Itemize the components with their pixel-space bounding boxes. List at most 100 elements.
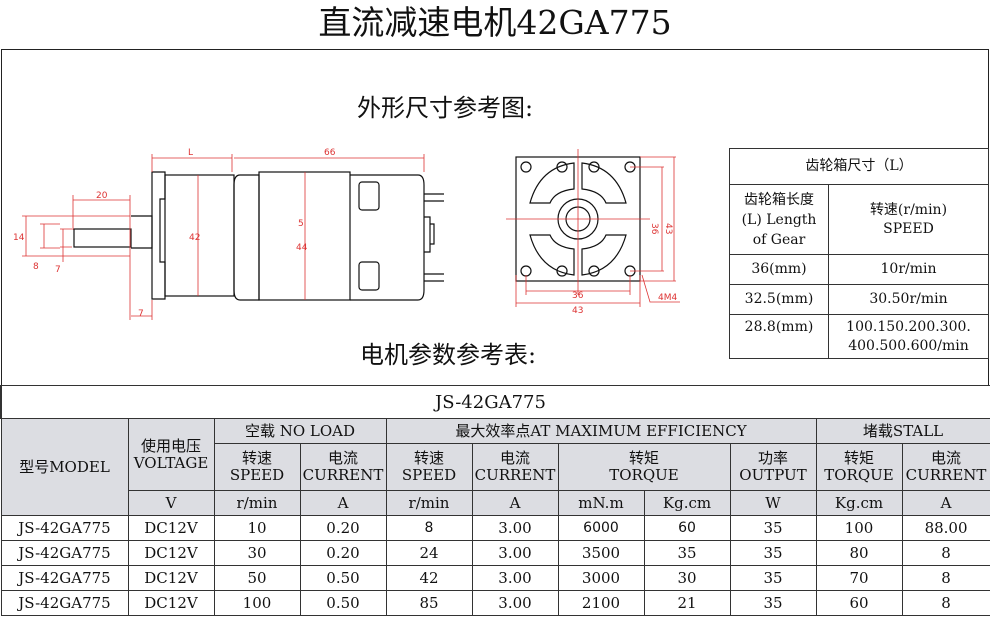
cell: 3500	[557, 540, 645, 566]
drawing-frame	[1, 49, 989, 386]
dimension-heading: 外形尺寸参考图:	[357, 94, 534, 122]
motor-front-view-drawing: 36 43 36 43 4M4	[506, 149, 680, 316]
gearbox-speed-cell: 30.50r/min	[828, 284, 989, 315]
cell: 42	[385, 565, 473, 591]
cell: 8	[385, 515, 473, 541]
cell: 35	[643, 540, 731, 566]
cell: 100	[815, 515, 903, 541]
cell-voltage: DC12V	[127, 590, 215, 616]
svg-text:42: 42	[189, 233, 200, 243]
svg-text:36: 36	[649, 223, 659, 235]
unit-cell: A	[471, 490, 559, 516]
cell: 3.00	[471, 590, 559, 616]
svg-text:L: L	[188, 148, 193, 158]
speed-header: 转速(r/min)SPEED	[828, 184, 989, 255]
unit-cell: Kg.cm	[643, 490, 731, 516]
svg-text:44: 44	[296, 243, 308, 253]
model-header: 型号MODEL	[0, 418, 129, 516]
cell: 0.20	[299, 540, 387, 566]
cell: 21	[643, 590, 731, 616]
model-title: JS-42GA775	[0, 385, 990, 419]
gearbox-length-cell: 32.5(mm)	[729, 284, 829, 315]
cell-voltage: DC12V	[127, 565, 215, 591]
cell-voltage: DC12V	[127, 515, 215, 541]
cell-voltage: DC12V	[127, 540, 215, 566]
gearbox-table-title: 齿轮箱尺寸（L）	[729, 148, 989, 185]
unit-cell: r/min	[213, 490, 301, 516]
cell-model: JS-42GA775	[0, 565, 129, 591]
cell: 30	[213, 540, 301, 566]
cell: 8	[901, 540, 990, 566]
cell: 60	[643, 515, 731, 541]
cell: 35	[729, 515, 817, 541]
svg-text:66: 66	[324, 148, 336, 158]
cell: 85	[385, 590, 473, 616]
cell: 10	[213, 515, 301, 541]
cell-model: JS-42GA775	[0, 590, 129, 616]
unit-cell: r/min	[385, 490, 473, 516]
cell: 60	[815, 590, 903, 616]
svg-text:4M4: 4M4	[658, 293, 677, 303]
cell: 8	[901, 590, 990, 616]
cell: 35	[729, 540, 817, 566]
svg-text:20: 20	[96, 191, 108, 201]
stall-header: 堵载STALL	[815, 418, 990, 444]
cell-model: JS-42GA775	[0, 540, 129, 566]
unit-cell: mN.m	[557, 490, 645, 516]
cell: 0.20	[299, 515, 387, 541]
unit-cell: A	[901, 490, 990, 516]
cell: 88.00	[901, 515, 990, 541]
svg-text:43: 43	[572, 306, 583, 316]
svg-text:8: 8	[33, 262, 39, 272]
cell: 100	[213, 590, 301, 616]
cell: 3.00	[471, 565, 559, 591]
gearbox-speed-cell: 100.150.200.300.400.500.600/min	[828, 314, 989, 359]
max-efficiency-header: 最大效率点AT MAXIMUM EFFICIENCY	[385, 418, 817, 444]
params-heading: 电机参数参考表:	[360, 341, 537, 369]
svg-text:14: 14	[13, 233, 25, 243]
svg-text:7: 7	[55, 265, 61, 275]
svg-text:7: 7	[138, 309, 144, 319]
cell: 80	[815, 540, 903, 566]
cell: 3.00	[471, 515, 559, 541]
cell-model: JS-42GA775	[0, 515, 129, 541]
svg-text:36: 36	[572, 291, 584, 301]
unit-cell: Kg.cm	[815, 490, 903, 516]
unit-cell: A	[299, 490, 387, 516]
cell: 24	[385, 540, 473, 566]
unit-cell: W	[729, 490, 817, 516]
cell: 35	[729, 565, 817, 591]
cell: 6000	[557, 515, 645, 541]
cell: 50	[213, 565, 301, 591]
svg-text:43: 43	[663, 223, 673, 234]
cell: 3000	[557, 565, 645, 591]
cell: 35	[729, 590, 817, 616]
cell: 70	[815, 565, 903, 591]
cell: 8	[901, 565, 990, 591]
no-load-header: 空载 NO LOAD	[213, 418, 387, 444]
cell: 3.00	[471, 540, 559, 566]
cell: 0.50	[299, 565, 387, 591]
page-title: 直流减速电机42GA775	[318, 3, 672, 42]
cell: 2100	[557, 590, 645, 616]
gearbox-length-cell: 36(mm)	[729, 254, 829, 285]
unit-cell: V	[127, 490, 215, 516]
gearbox-length-cell: 28.8(mm)	[729, 314, 829, 359]
cell: 0.50	[299, 590, 387, 616]
